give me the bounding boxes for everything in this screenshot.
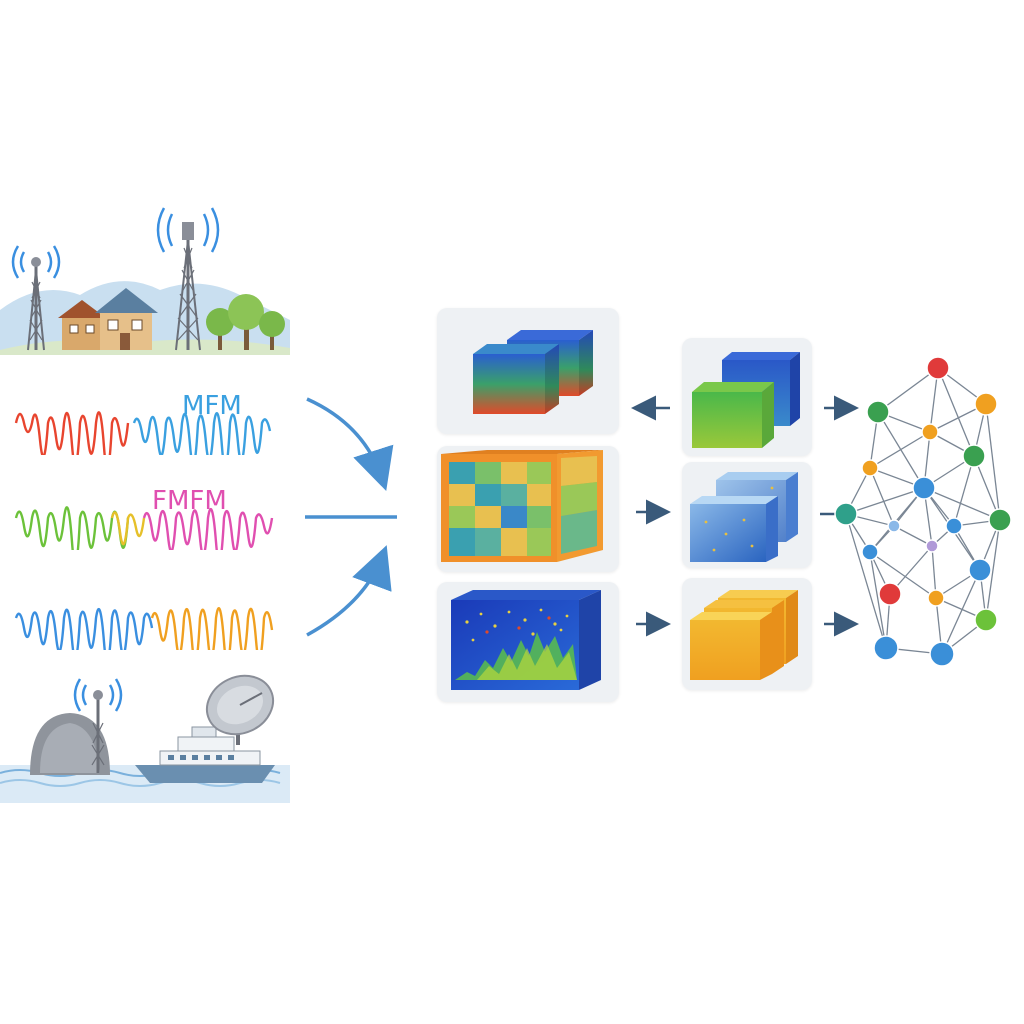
graph-node xyxy=(887,519,901,533)
graph-node xyxy=(974,608,998,632)
graph-node xyxy=(925,539,939,553)
graph-node xyxy=(873,635,899,661)
waveform-row-1: MFM xyxy=(14,385,304,455)
embedding-block xyxy=(690,472,798,562)
graph-node xyxy=(912,476,936,500)
ship-icon xyxy=(135,726,275,783)
wave-signal-mid xyxy=(110,511,146,546)
waveform-rows: MFM FMFM xyxy=(14,385,304,655)
tensor-block xyxy=(473,330,593,414)
graph-node xyxy=(927,589,945,607)
graph-node xyxy=(861,543,879,561)
waveform-row-2: FMFM xyxy=(14,480,304,550)
wave-signal-right xyxy=(142,507,274,550)
house-icon xyxy=(58,288,158,350)
graph-node xyxy=(866,400,890,424)
small-arrows-mid xyxy=(626,390,678,640)
satellite-dish-icon xyxy=(205,674,275,745)
wave-signal-left xyxy=(14,411,130,455)
tree-icon xyxy=(206,294,285,350)
feature-card-middle xyxy=(437,446,619,572)
wave-signal-right xyxy=(150,607,274,650)
graph-node xyxy=(968,558,992,582)
waveform-row-3 xyxy=(14,580,304,650)
graph-node xyxy=(878,582,902,606)
graph-node xyxy=(861,459,879,477)
embedding-block xyxy=(692,352,800,448)
converging-arrows xyxy=(295,385,415,645)
embedding-card-middle xyxy=(682,462,812,568)
graph-node xyxy=(988,508,1012,532)
radio-tower-icon xyxy=(156,207,220,351)
embedding-card-bottom xyxy=(682,578,812,690)
maritime-scene xyxy=(0,665,300,805)
neural-network-icon xyxy=(830,350,1024,670)
feature-card-top xyxy=(437,308,619,434)
radio-tower-icon xyxy=(11,245,61,351)
tensor-grid-block xyxy=(441,450,603,562)
graph-node xyxy=(929,641,955,667)
graph-node xyxy=(945,517,963,535)
feature-card-bottom xyxy=(437,582,619,702)
wave-signal-right xyxy=(132,412,272,455)
arrow-top xyxy=(306,397,394,491)
wave-modulation-label: FMFM xyxy=(152,486,227,516)
wave-signal-left xyxy=(14,607,154,650)
graph-node xyxy=(921,423,939,441)
spectrogram-block xyxy=(451,590,601,690)
graph-node xyxy=(974,392,998,416)
wave-signal-left xyxy=(14,506,130,550)
arrow-bottom xyxy=(306,545,392,637)
embedding-card-top xyxy=(682,338,812,456)
graph-node xyxy=(834,502,858,526)
graph-node xyxy=(962,444,986,468)
embedding-block xyxy=(690,590,798,680)
wave-modulation-label: MFM xyxy=(182,391,242,421)
graph-node xyxy=(926,356,950,380)
terrestrial-scene xyxy=(0,200,300,360)
satellite-dish-icon xyxy=(30,678,123,775)
